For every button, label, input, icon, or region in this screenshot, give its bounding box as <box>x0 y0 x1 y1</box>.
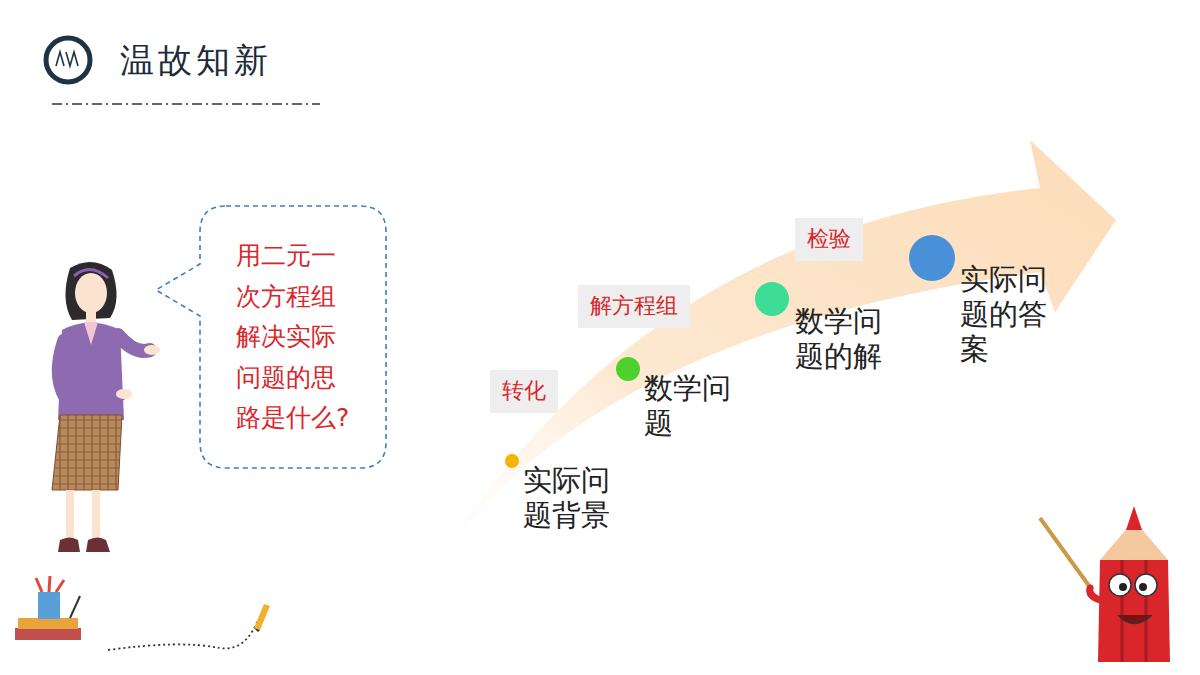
step-label-box: 检验 <box>795 218 863 261</box>
bubble-border <box>156 206 386 468</box>
step-label: 检验 <box>807 226 851 252</box>
stage-dot <box>505 454 519 468</box>
teacher-figure <box>52 262 160 552</box>
step-label-box: 解方程组 <box>578 285 690 328</box>
stage-dot <box>616 357 640 381</box>
bubble-question: 用二元一次方程组解决实际问题的思路是什么? <box>236 236 351 439</box>
stage-dot <box>909 235 955 281</box>
speech-bubble: 用二元一次方程组解决实际问题的思路是什么? <box>200 206 386 468</box>
header-icon <box>46 38 90 82</box>
step-label: 转化 <box>502 378 546 404</box>
step-label-box: 转化 <box>490 370 558 413</box>
stage-point: 实际问题的答案 <box>960 262 961 263</box>
page-title: 温故知新 <box>120 38 272 84</box>
header-rule <box>52 103 320 105</box>
stage-label: 实际问题的答案 <box>960 262 1050 366</box>
stage-point: 实际问题背景 <box>523 463 524 464</box>
dotted-trail <box>108 620 258 650</box>
stage-point: 数学问题 <box>644 371 645 372</box>
small-pencil <box>254 604 270 632</box>
stage-point: 数学问题的解 <box>795 304 796 305</box>
stage-label: 数学问题的解 <box>795 304 885 374</box>
stage-dot <box>755 282 789 316</box>
pencil-character <box>1040 506 1170 662</box>
step-label: 解方程组 <box>590 293 678 319</box>
stationery-icon <box>15 576 81 640</box>
stage-label: 数学问题 <box>644 371 734 441</box>
stage-label: 实际问题背景 <box>523 463 613 533</box>
flow-arrow-band <box>438 140 1116 562</box>
